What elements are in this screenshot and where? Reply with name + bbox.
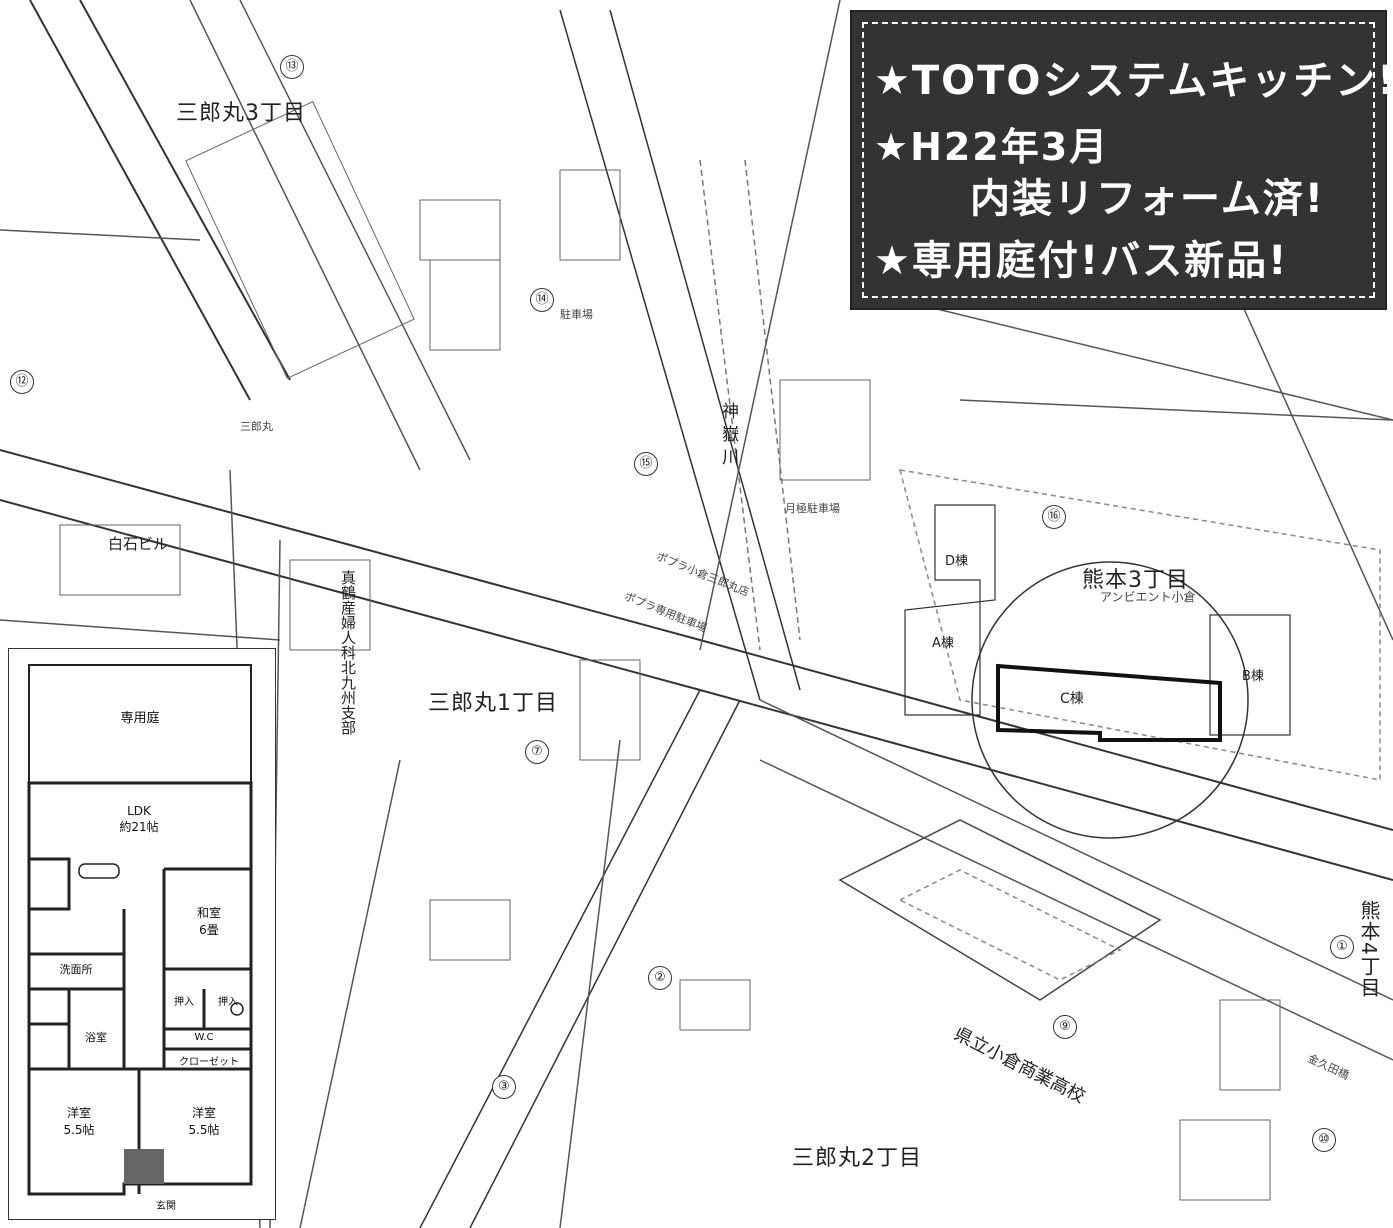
district-saburomaru-1: 三郎丸1丁目 (428, 691, 558, 716)
complex-name: アンビエント小倉 (1100, 590, 1196, 604)
block-number: ③ (492, 1075, 516, 1099)
monthly-parking-label: 月極駐車場 (785, 502, 840, 515)
room-closet: クローゼット (179, 1057, 239, 1068)
block-number: ② (648, 966, 672, 990)
saburomaru-stop-label: 三郎丸 (240, 420, 273, 433)
river-label: 神嶽川 (718, 402, 738, 471)
room-genkan: 玄関 (156, 1201, 176, 1212)
parking-label: 駐車場 (560, 308, 593, 321)
building-d-label: D棟 (945, 554, 969, 569)
floor-plan-walls (27, 664, 253, 1196)
room-yokushitsu: 浴室 (85, 1031, 107, 1044)
banner-line-kitchen: ★TOTOシステムキッチン! (874, 58, 1393, 104)
room-wc: W.C (194, 1032, 214, 1043)
room-washitsu: 和室 6畳 (196, 906, 221, 937)
building-c-label: C棟 (1060, 691, 1084, 707)
room-garden: 専用庭 (120, 711, 160, 726)
room-oshiire-2: 押入 (218, 997, 238, 1008)
block-number: ⑨ (1053, 1015, 1077, 1039)
room-yoshitsu-2: 洋室 5.5帖 (188, 1106, 220, 1137)
block-number: ⑦ (525, 740, 549, 764)
district-saburomaru-2: 三郎丸2丁目 (792, 1146, 922, 1171)
block-number: ⑩ (1312, 1128, 1336, 1152)
hospital-label: 真鶴産婦人科北九州支部 (339, 570, 357, 735)
banner-line-garden: ★専用庭付!バス新品! (874, 238, 1289, 284)
district-saburomaru-3: 三郎丸3丁目 (176, 101, 306, 126)
floor-plan: 専用庭 LDK 約21帖 和室 6畳 洗面所 浴室 押入 押入 W.C クローゼ… (8, 648, 276, 1220)
block-number: ⑭ (530, 288, 554, 312)
building-b-label: B棟 (1242, 669, 1264, 684)
block-number: ⑫ (10, 370, 34, 394)
room-ldk: LDK 約21帖 (119, 804, 159, 834)
room-oshiire-1: 押入 (174, 997, 194, 1008)
banner-line-reform: 内装リフォーム済! (970, 176, 1326, 222)
shiraishi-label: 白石ビル (108, 535, 169, 553)
building-a-label: A棟 (932, 636, 954, 651)
promo-banner: ★TOTOシステムキッチン! ★H22年3月 内装リフォーム済! ★専用庭付!バ… (850, 10, 1393, 310)
room-yoshitsu-1: 洋室 5.5帖 (63, 1106, 95, 1137)
block-number: ⑮ (634, 452, 658, 476)
room-senmen: 洗面所 (59, 963, 93, 976)
banner-dashed-frame (862, 22, 1375, 298)
banner-line-date: ★H22年3月 (874, 125, 1110, 169)
block-number: ① (1330, 935, 1354, 959)
block-number: ⑬ (280, 55, 304, 79)
district-kumamoto-3: 熊本3丁目 (1082, 568, 1189, 593)
block-number: ⑯ (1042, 505, 1066, 529)
district-kumamoto-4: 熊本4丁目 (1357, 900, 1381, 998)
